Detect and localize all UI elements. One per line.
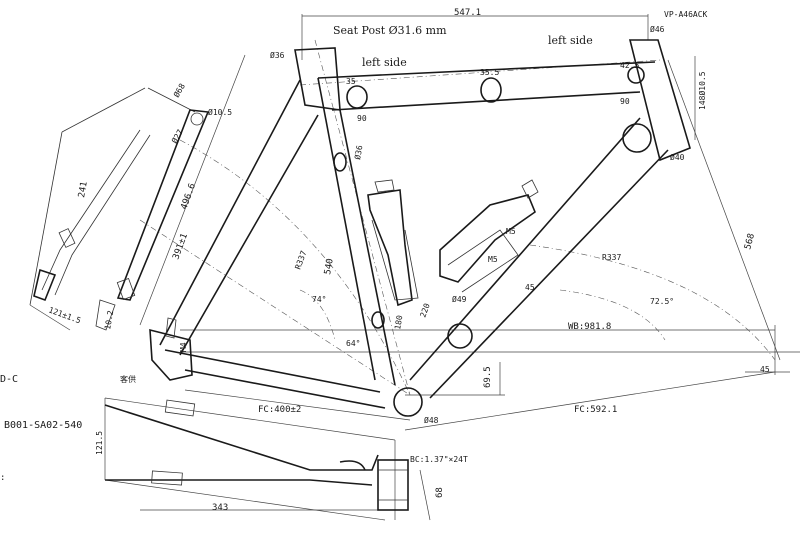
dim-35-5-label: 35.5 [480, 68, 499, 77]
stack-568-label: 568 [743, 232, 757, 250]
seatstay-r337-label: R337 [293, 249, 308, 270]
left-side-label-1: left side [362, 56, 407, 69]
top-length-label: 547.1 [454, 8, 481, 18]
dim-45-a-label: 45 [760, 365, 770, 374]
seat-cluster-dia-label: Ø36 [270, 50, 285, 60]
angle-64-label: 64° [346, 339, 360, 348]
dim-180-label: 180 [393, 314, 404, 330]
m5-a-label: M5 [488, 255, 498, 264]
frame-tubes [149, 39, 691, 409]
cs-68-label: 68 [435, 487, 445, 498]
dim-35-label: 35 [346, 77, 356, 86]
water-bottles [367, 179, 539, 307]
dimension-labels: 547.1 Seat Post Ø31.6 mm left side left … [0, 8, 770, 513]
model-number-label: B001-SA02-540 [4, 420, 82, 431]
downtube-d49-label: Ø49 [452, 294, 467, 304]
dim-90-b-label: 90 [620, 97, 630, 106]
headset-label: VP-A46ACK [664, 10, 708, 19]
downtube-r337-label: R337 [602, 253, 621, 262]
seat-tube-dia-label: Ø36 [352, 144, 364, 160]
cs-343-label: 343 [212, 503, 228, 513]
dimension-lines [29, 14, 800, 521]
fork-d68-label: Ø68 [171, 81, 187, 99]
fc-400-label: FC:400±2 [258, 405, 301, 415]
headtube-d40-label: Ø40 [670, 152, 685, 162]
bb-thread-label: BC:1.37"×24T [410, 455, 468, 464]
chainstay-detail [104, 399, 409, 511]
dim-45-b-label: 45 [525, 283, 535, 292]
fork-10-2-label: 10.2 [103, 310, 115, 331]
bottom-bracket-shell [393, 387, 423, 417]
m5-b-label: M5 [506, 227, 516, 236]
left-side-label-2: left side [548, 34, 593, 47]
seat-angle-label: 74° [312, 295, 326, 304]
head-angle-label: 72.5° [650, 297, 674, 306]
headtube-d46-label: Ø46 [650, 24, 665, 34]
dim-90-a-label: 90 [357, 114, 367, 123]
fork-121-label: 121±1.5 [47, 305, 82, 325]
customer-supply-label: 客供 [120, 374, 136, 384]
headtube-148-label: 148Ø10.5 [697, 71, 707, 110]
m4-label: M4 [179, 342, 188, 352]
dim-42-5-label: 42.5 [620, 61, 639, 70]
fork-drawing [33, 109, 210, 339]
cs-121-label: 121.5 [95, 431, 104, 455]
dim-220-label: 220 [418, 302, 431, 319]
fork-496-label: 496.6 [179, 182, 198, 211]
fc-592-label: FC:592.1 [574, 405, 617, 415]
left-edge-colon: : [0, 473, 5, 483]
fork-241-label: 241 [77, 181, 90, 199]
fork-d10-5-label: Ø10.5 [208, 107, 232, 117]
seat-post-label: Seat Post Ø31.6 mm [333, 24, 447, 37]
wheelbase-label: WB:981.8 [568, 322, 611, 332]
seat-tube-540-label: 540 [323, 258, 336, 276]
tube-sections [190, 66, 652, 417]
left-edge-code-label: D-C [0, 374, 18, 385]
dim-69-5-label: 69.5 [483, 366, 493, 388]
bb-d48-label: Ø48 [424, 415, 439, 425]
